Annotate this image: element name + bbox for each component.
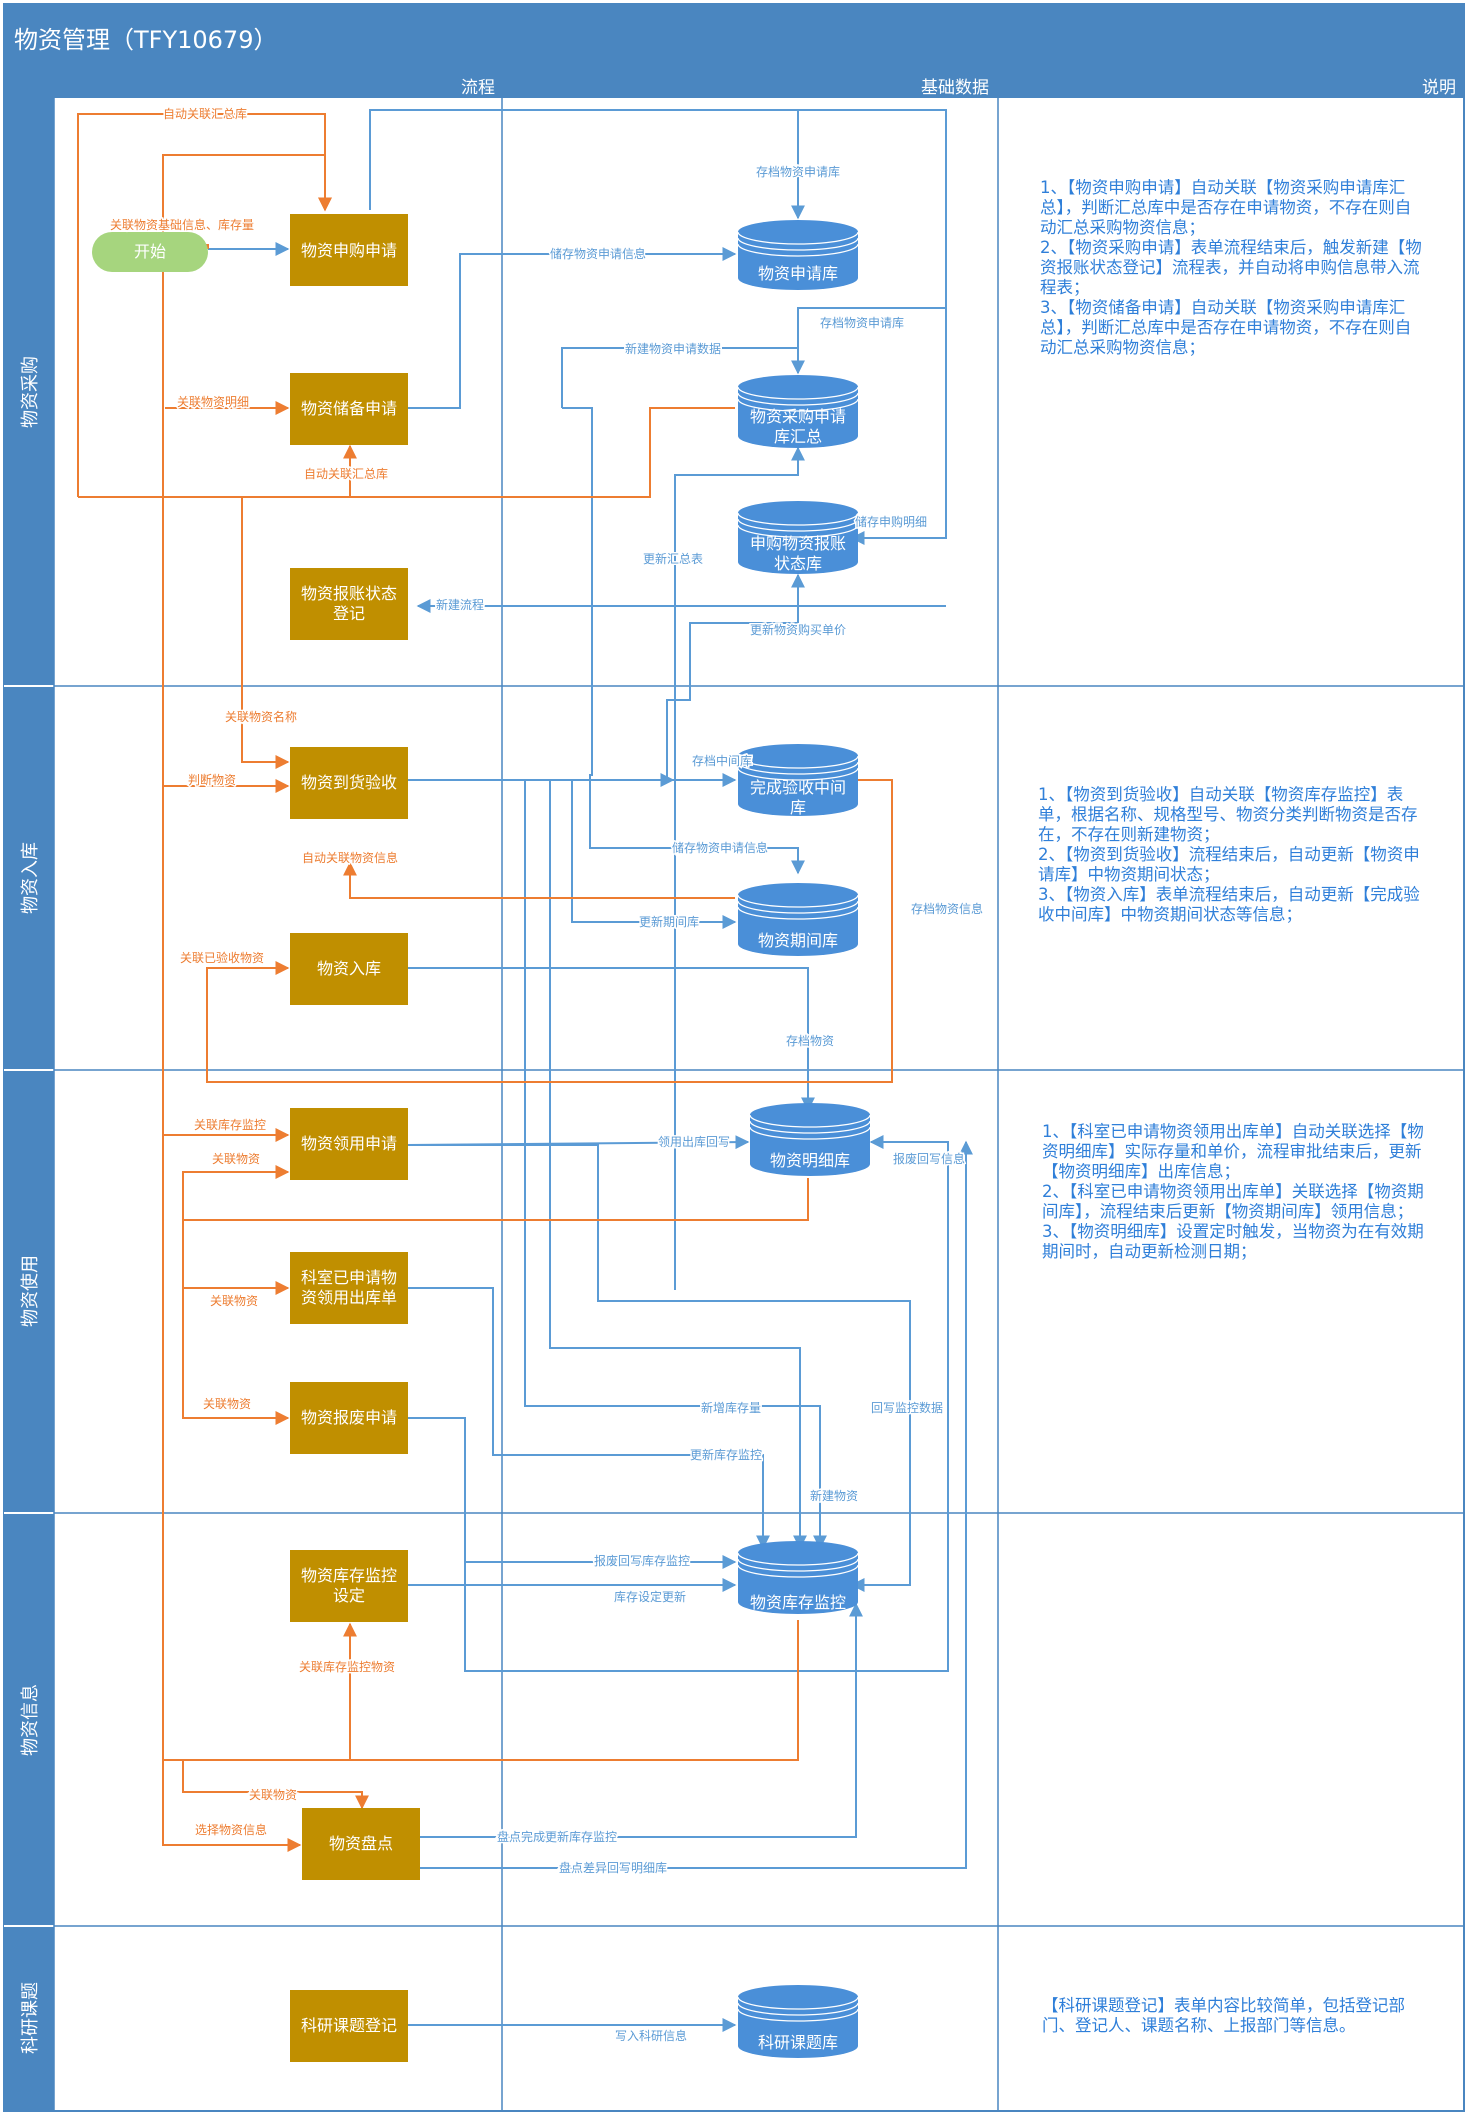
edge-label: 关联已验收物资 bbox=[180, 950, 264, 965]
start-node[interactable]: 开始 bbox=[92, 232, 208, 272]
db-monitorlib[interactable]: 物资库存监控 bbox=[737, 1541, 859, 1614]
process-scrap[interactable]: 物资报废申请 bbox=[290, 1382, 408, 1454]
edge-label: 盘点完成更新库存监控 bbox=[497, 1829, 617, 1844]
note-research: 【科研课题登记】表单内容比较简单，包括登记部门、登记人、课题名称、上报部门等信息… bbox=[1042, 1996, 1405, 2035]
db-summary[interactable]: 物资采购申请库汇总 bbox=[737, 375, 859, 448]
svg-text:科室已申请物资领用出库单: 科室已申请物资领用出库单 bbox=[301, 1268, 397, 1307]
lane-label-purchase: 物资采购 bbox=[20, 356, 41, 428]
svg-text:物资申购申请: 物资申购申请 bbox=[301, 241, 397, 260]
svg-text:开始: 开始 bbox=[134, 242, 166, 261]
db-reimburselib[interactable]: 申购物资报账状态库 bbox=[737, 501, 859, 574]
column-header-base: 基础数据 bbox=[921, 78, 989, 98]
process-deptout[interactable]: 科室已申请物资领用出库单 bbox=[290, 1252, 408, 1324]
edge-label: 存档中间库 bbox=[692, 753, 752, 768]
svg-text:完成验收中间库: 完成验收中间库 bbox=[750, 778, 846, 817]
edge-label: 关联库存监控 bbox=[194, 1117, 266, 1132]
edge-label: 报废回写库存监控 bbox=[594, 1553, 690, 1568]
edge-label: 自动关联汇总库 bbox=[304, 466, 388, 481]
process-inventory[interactable]: 物资盘点 bbox=[302, 1808, 420, 1880]
svg-text:物资储备申请: 物资储备申请 bbox=[301, 399, 397, 418]
lane-label-inbound: 物资入库 bbox=[20, 842, 41, 914]
edge-label: 存档物资 bbox=[786, 1034, 834, 1048]
column-header-bar bbox=[4, 74, 1464, 98]
process-monitorset[interactable]: 物资库存监控设定 bbox=[290, 1550, 408, 1622]
svg-text:物资库存监控: 物资库存监控 bbox=[750, 1593, 846, 1612]
lane-label-use: 物资使用 bbox=[20, 1255, 41, 1327]
edge-label: 新增库存量 bbox=[701, 1400, 761, 1415]
column-header-notes: 说明 bbox=[1422, 78, 1456, 98]
note-purchase: 1、【物资申购申请】自动关联【物资采购申请库汇总】，判断汇总库中是否存在申请物资… bbox=[1040, 178, 1422, 357]
edge-label: 新建物资 bbox=[810, 1488, 858, 1503]
svg-text:物资库存监控设定: 物资库存监控设定 bbox=[301, 1566, 397, 1605]
note-use: 1、【科室已申请物资领用出库单】自动关联选择【物资明细库】实际存量和单价，流程审… bbox=[1042, 1122, 1424, 1261]
edge-label: 存档物资信息 bbox=[911, 901, 983, 916]
edge-label: 更新期间库 bbox=[639, 914, 699, 929]
edge-label: 领用出库回写 bbox=[658, 1134, 730, 1149]
edge-label: 关联物资 bbox=[249, 1788, 297, 1802]
edge-label: 关联物资基础信息、库存量 bbox=[110, 217, 254, 232]
edge-label: 储存物资申请信息 bbox=[550, 246, 646, 261]
title-bar bbox=[4, 4, 1464, 74]
edge-label: 关联库存监控物资 bbox=[299, 1659, 395, 1674]
svg-text:物资盘点: 物资盘点 bbox=[329, 1834, 393, 1853]
process-reimburse[interactable]: 物资报账状态登记 bbox=[290, 568, 408, 640]
db-periodlib[interactable]: 物资期间库 bbox=[737, 883, 859, 956]
edge-label: 选择物资信息 bbox=[195, 1822, 267, 1837]
edge-label: 更新库存监控 bbox=[690, 1447, 762, 1462]
edge-label: 回写监控数据 bbox=[871, 1400, 943, 1415]
db-applylib[interactable]: 物资申请库 bbox=[737, 220, 859, 290]
edge-label: 盘点差异回写明细库 bbox=[559, 1860, 667, 1875]
process-apply[interactable]: 物资申购申请 bbox=[290, 214, 408, 286]
lane-label-research: 科研课题 bbox=[20, 1982, 41, 2054]
edge-label: 更新汇总表 bbox=[643, 551, 703, 566]
edge-label: 自动关联汇总库 bbox=[163, 106, 247, 121]
lane-label-info: 物资信息 bbox=[20, 1684, 41, 1756]
svg-text:物资入库: 物资入库 bbox=[317, 959, 381, 978]
process-project[interactable]: 科研课题登记 bbox=[290, 1990, 408, 2062]
svg-text:物资报账状态登记: 物资报账状态登记 bbox=[301, 584, 397, 623]
lane-label-column bbox=[4, 98, 54, 2111]
edge-label: 储存申购明细 bbox=[855, 514, 927, 529]
edge-label: 写入科研信息 bbox=[615, 2028, 687, 2043]
edge-label: 关联物资 bbox=[210, 1294, 258, 1308]
svg-text:科研课题登记: 科研课题登记 bbox=[301, 2016, 397, 2035]
edge-label: 关联物资 bbox=[203, 1397, 251, 1411]
process-arrival[interactable]: 物资到货验收 bbox=[290, 747, 408, 819]
edge-label: 存档物资申请库 bbox=[756, 164, 840, 179]
edge-label: 库存设定更新 bbox=[614, 1589, 686, 1604]
process-reserve[interactable]: 物资储备申请 bbox=[290, 373, 408, 445]
svg-text:物资领用申请: 物资领用申请 bbox=[301, 1134, 397, 1153]
db-detaillib[interactable]: 物资明细库 bbox=[749, 1103, 871, 1176]
svg-text:申购物资报账状态库: 申购物资报账状态库 bbox=[750, 534, 846, 573]
svg-text:物资申请库: 物资申请库 bbox=[758, 264, 838, 283]
svg-text:科研课题库: 科研课题库 bbox=[758, 2033, 838, 2052]
note-inbound: 1、【物资到货验收】自动关联【物资库存监控】表单，根据名称、规格型号、物资分类判… bbox=[1038, 785, 1420, 924]
edge-label: 自动关联物资信息 bbox=[302, 850, 398, 865]
svg-text:物资报废申请: 物资报废申请 bbox=[301, 1408, 397, 1427]
edge-label: 关联物资名称 bbox=[225, 709, 297, 724]
svg-text:物资到货验收: 物资到货验收 bbox=[301, 773, 397, 792]
process-reimburse-line: 物资报账状态 bbox=[301, 584, 397, 603]
svg-text:物资期间库: 物资期间库 bbox=[758, 931, 838, 950]
edge-label: 关联物资 bbox=[212, 1152, 260, 1166]
edge-label: 更新物资购买单价 bbox=[750, 622, 846, 637]
process-requisition[interactable]: 物资领用申请 bbox=[290, 1108, 408, 1180]
edge-label: 新建物资申请数据 bbox=[625, 341, 721, 356]
process-stockin[interactable]: 物资入库 bbox=[290, 933, 408, 1005]
edge-label: 报废回写信息 bbox=[893, 1151, 965, 1166]
column-header-process: 流程 bbox=[461, 78, 495, 98]
edge-label: 判断物资 bbox=[188, 772, 236, 787]
page-title: 物资管理（TFY10679） bbox=[14, 26, 277, 54]
db-projectlib[interactable]: 科研课题库 bbox=[737, 1985, 859, 2058]
edge-label: 存档物资申请库 bbox=[820, 315, 904, 330]
svg-text:物资明细库: 物资明细库 bbox=[770, 1151, 850, 1170]
svg-text:物资采购申请库汇总: 物资采购申请库汇总 bbox=[750, 407, 846, 446]
edge-label: 关联物资明细 bbox=[177, 395, 249, 409]
edge-label: 储存物资申请信息 bbox=[672, 840, 768, 855]
edge-label: 新建流程 bbox=[436, 597, 484, 612]
db-midlib[interactable]: 完成验收中间库 bbox=[737, 744, 859, 817]
